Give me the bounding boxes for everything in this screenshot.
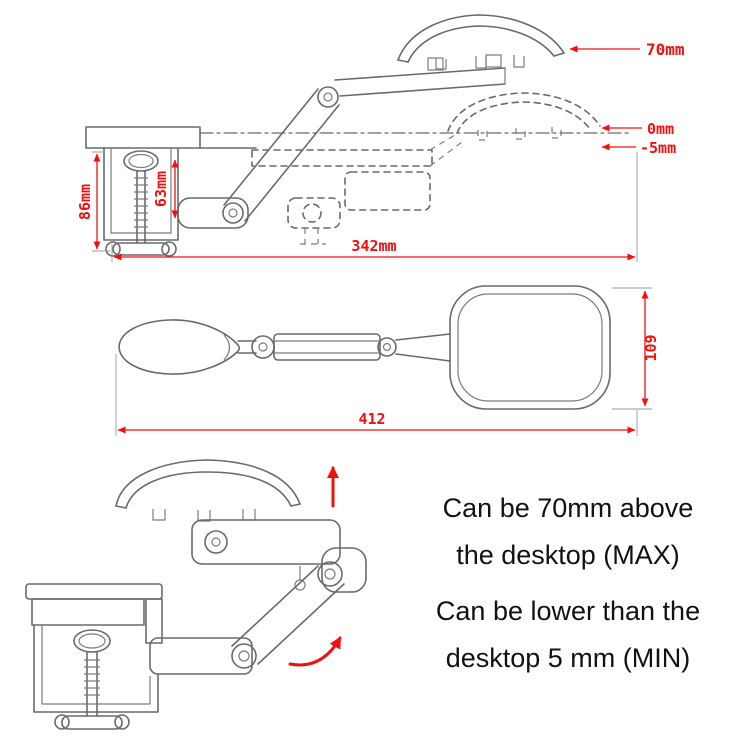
dim-109: 109 (642, 334, 660, 361)
clamp-screw (86, 651, 98, 717)
dim-86mm: 86mm (76, 184, 94, 220)
link-bar (273, 333, 451, 362)
clamp-knob (73, 629, 111, 653)
dim-70mm: 70mm (646, 40, 685, 59)
caption-block: Can be 70mm above the desktop (MAX) Can … (436, 493, 700, 673)
wrist-pad-lowered-ghost (251, 92, 601, 245)
dim-412: 412 (358, 410, 385, 428)
dim-342mm: 342mm (351, 237, 396, 255)
support-arm-motion (149, 561, 345, 675)
caption-line-4: desktop 5 mm (MIN) (446, 643, 691, 673)
caption-line-2: the desktop (MAX) (456, 540, 680, 570)
side-view-annotated: 70mm 0mm -5mm 86mm 63mm 342mm (76, 14, 685, 262)
support-arm (177, 54, 506, 229)
dim-63mm: 63mm (152, 171, 170, 207)
desk-clamp-motion (25, 583, 163, 730)
rotate-arrow (288, 636, 342, 667)
clamp-handle (112, 242, 170, 256)
arm-lower-pivot (222, 202, 244, 224)
desk-edge (31, 598, 145, 626)
arm-upper-pivot (317, 561, 343, 587)
clamp-knob (123, 150, 159, 172)
handle (118, 319, 275, 375)
dimensions-top-view: 109 412 (115, 287, 660, 436)
desk-edge (85, 126, 633, 149)
motion-arrows (288, 466, 342, 667)
dim-neg5mm: -5mm (640, 139, 676, 157)
side-view-motion: Can be 70mm above the desktop (MAX) Can … (25, 459, 700, 730)
caption-line-3: Can be lower than the (436, 596, 700, 626)
wrist-pad-raised (397, 14, 565, 70)
clamp-screw (136, 170, 146, 244)
dimensions-side-view: 70mm 0mm -5mm 86mm 63mm 342mm (76, 40, 685, 262)
adjust-screw (294, 579, 306, 591)
pad-top-view (449, 285, 611, 410)
wrist-pad (115, 459, 301, 522)
pad-mount (191, 519, 367, 593)
top-view: 109 412 (115, 285, 660, 436)
dim-0mm: 0mm (647, 120, 674, 138)
desk-clamp (103, 147, 179, 257)
arm-lower-pivot (231, 643, 257, 669)
caption-line-1: Can be 70mm above (443, 493, 694, 523)
arm-upper-pivot (317, 86, 339, 108)
clamp-handle (61, 715, 123, 730)
